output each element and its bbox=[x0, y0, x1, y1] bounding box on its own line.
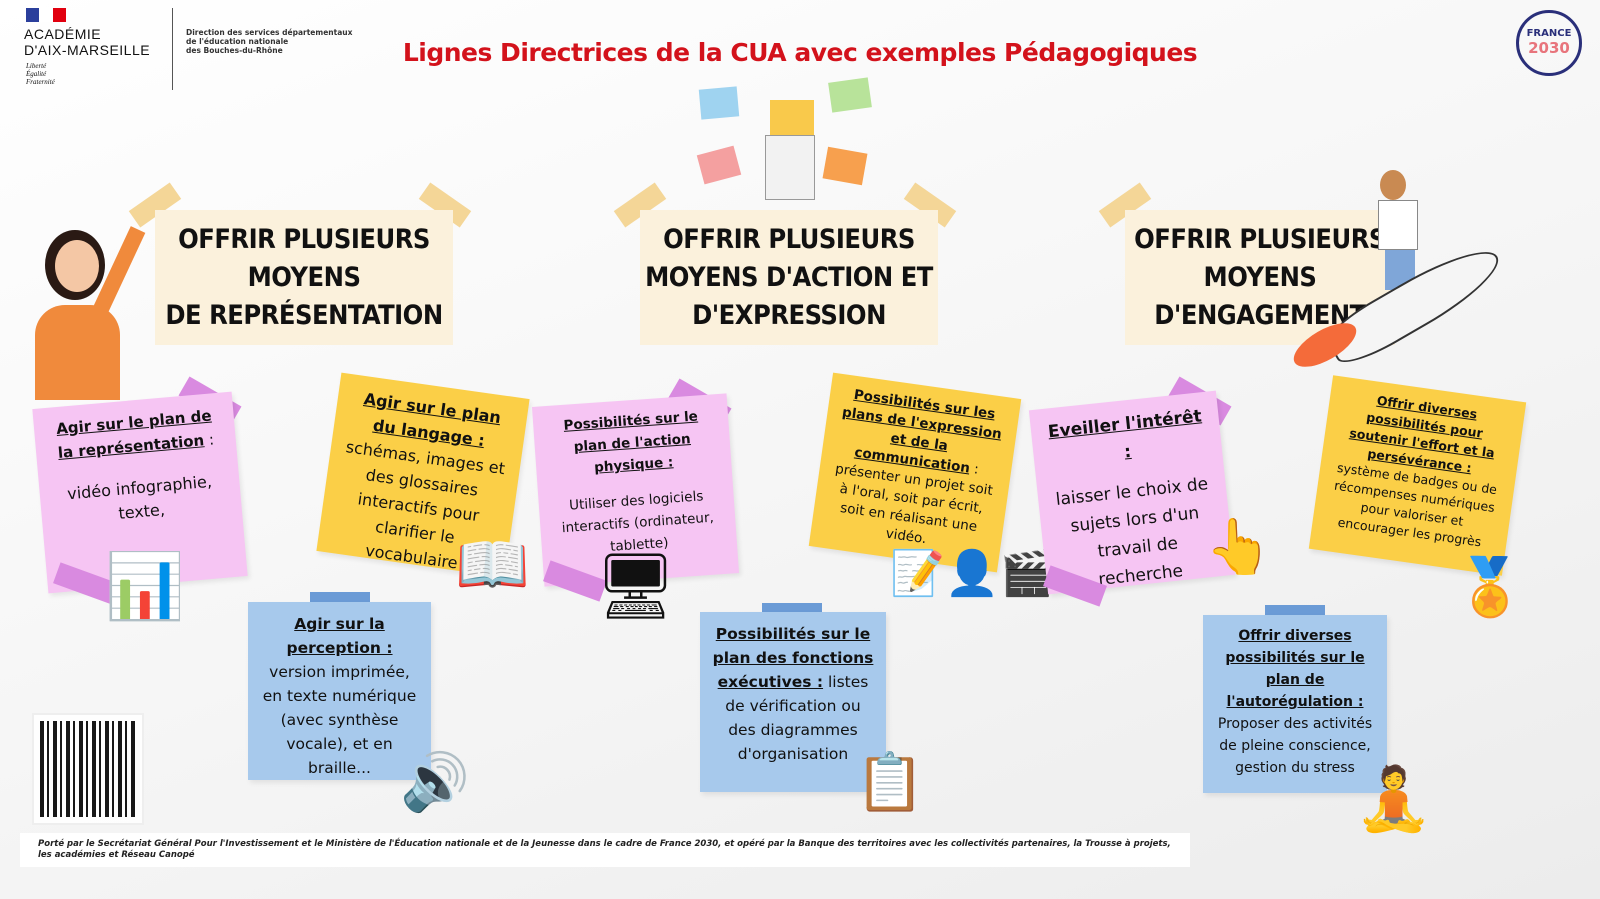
page-title: Lignes Directrices de la CUA avec exempl… bbox=[402, 38, 1198, 67]
direction-line: Direction des services départementaux bbox=[186, 28, 353, 37]
note-expression: Possibilités sur les plans de l'expressi… bbox=[808, 372, 1022, 573]
note-body: système de badges ou de récompenses numé… bbox=[1333, 459, 1498, 550]
heading-action-expression: OFFRIR PLUSIEURS MOYENS D'ACTION ET D'EXPR… bbox=[640, 210, 938, 345]
heading-line: D'EXPRESSION bbox=[692, 299, 886, 331]
heading-line: MOYENS D'ACTION ET bbox=[645, 261, 933, 293]
note-perception: Agir sur la perception : version imprimé… bbox=[248, 602, 431, 780]
woman-illustration bbox=[30, 225, 170, 400]
devise-1: Liberté bbox=[26, 62, 47, 70]
note-title: Offrir diverses possibilités sur le plan… bbox=[1225, 628, 1365, 710]
badge-top: FRANCE bbox=[1526, 28, 1572, 39]
writing-speaking-video-icons: 📝👤🎬 bbox=[890, 548, 1055, 599]
audio-document-icon: 🔊 bbox=[400, 750, 470, 815]
meditation-person-icon: 🧘 bbox=[1355, 762, 1433, 835]
note-body: : présenter un projet soit à l'oral, soi… bbox=[834, 460, 994, 548]
devise-3: Fraternité bbox=[26, 78, 55, 86]
devise-2: Égalité bbox=[26, 70, 47, 78]
note-body: version imprimée, en texte numérique (av… bbox=[262, 663, 417, 777]
footer-text: Porté par le Secrétariat Général Pour l'… bbox=[20, 833, 1190, 867]
logo-line2: D'AIX-MARSEILLE bbox=[24, 42, 151, 58]
note-title: Eveiller l'intérêt : bbox=[1047, 406, 1203, 463]
checklist-clipboard-icon: 📋 bbox=[855, 750, 925, 815]
note-title: Agir sur la perception : bbox=[286, 615, 393, 657]
note-body: listes de vérification ou des diagrammes… bbox=[725, 673, 869, 763]
heading-line: OFFRIR PLUSIEURS bbox=[663, 223, 915, 255]
note-title: Agir sur le plan de la représentation bbox=[55, 406, 213, 462]
note-body: Proposer des activités de pleine conscie… bbox=[1217, 716, 1373, 776]
heading-line: OFFRIR PLUSIEURS bbox=[178, 223, 430, 255]
french-flag-logo bbox=[26, 8, 66, 22]
note-title: Possibilités sur le plan des fonctions e… bbox=[712, 625, 874, 691]
direction-line: de l'éducation nationale bbox=[186, 37, 289, 46]
badge-bottom: 2030 bbox=[1528, 39, 1570, 57]
qr-code[interactable] bbox=[32, 713, 144, 825]
note-title: Possibilités sur le plan de l'action phy… bbox=[563, 408, 699, 476]
heading-line: MOYENS bbox=[247, 261, 361, 293]
note-fonctions-executives: Possibilités sur le plan des fonctions e… bbox=[700, 612, 886, 792]
heading-representation: OFFRIR PLUSIEURS MOYENS DE REPRÉSENTATION bbox=[155, 210, 453, 345]
logo-line1: ACADÉMIE bbox=[24, 26, 102, 42]
divider bbox=[172, 8, 173, 90]
direction-line: des Bouches-du-Rhône bbox=[186, 46, 283, 55]
person-emotions-illustration bbox=[696, 77, 872, 200]
badge-award-icon: 🏅 bbox=[1455, 555, 1525, 620]
note-autoregulation: Offrir diverses possibilités sur le plan… bbox=[1203, 615, 1387, 793]
note-suffix: : bbox=[203, 430, 215, 450]
dictionary-book-icon: 📖 bbox=[455, 530, 530, 600]
hand-choice-icon: 👆 bbox=[1205, 515, 1273, 578]
heading-line: DE REPRÉSENTATION bbox=[165, 299, 443, 331]
heading-line: MOYENS bbox=[1203, 261, 1317, 293]
presentation-board-icon: 📊 bbox=[105, 550, 185, 624]
note-body: vidéo infographie, texte, bbox=[66, 471, 213, 523]
heading-line: OFFRIR PLUSIEURS bbox=[1134, 223, 1386, 255]
rocket-illustration bbox=[1287, 170, 1520, 390]
computer-settings-icon: 🖥 bbox=[595, 550, 677, 624]
note-perseverance: Offrir diverses possibilités pour souten… bbox=[1308, 375, 1527, 576]
